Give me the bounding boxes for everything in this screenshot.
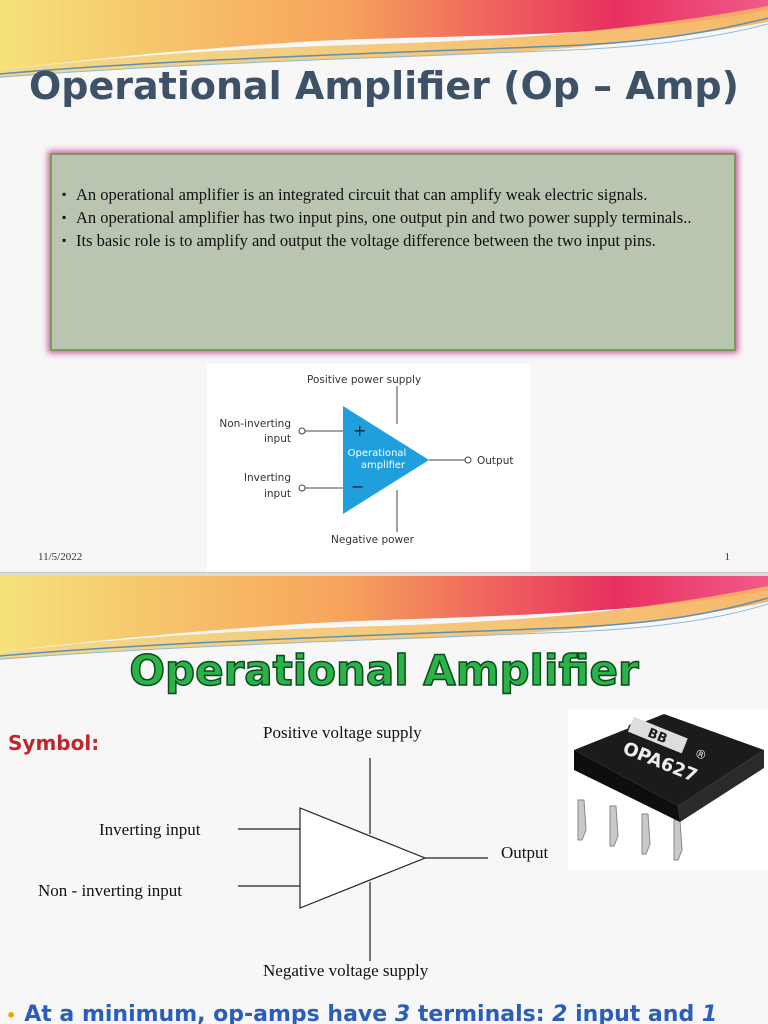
amp-label-2: amplifier [361, 460, 406, 471]
bullet-icon: ▪ [62, 210, 67, 224]
non-inverting-label: Non-inverting [219, 418, 291, 430]
slide-title: Operational Amplifier (Op – Amp) [29, 64, 739, 108]
symbol-label: Symbol: [8, 731, 100, 755]
negative-supply-label: Negative power [331, 534, 415, 546]
negative-supply-label: Negative voltage supply [263, 961, 429, 980]
op-amp-diagram: Positive power supply Non-inverting inpu… [207, 364, 530, 572]
amplifier-triangle-icon [299, 807, 427, 909]
slide-title: Operational Amplifier [129, 645, 640, 696]
definition-box: ▪An operational amplifier is an integrat… [50, 153, 736, 351]
amp-label: Operational [348, 448, 407, 459]
output-label: Output [501, 843, 549, 862]
page-number: 1 [724, 551, 731, 563]
list-item: ▪An operational amplifier has two input … [62, 208, 692, 227]
positive-supply-label: Positive voltage supply [263, 723, 422, 742]
inverting-label: Inverting [244, 472, 291, 484]
bullet-icon: ▪ [62, 187, 67, 201]
slide-1: Operational Amplifier (Op – Amp) ▪An ope… [0, 0, 768, 573]
op-amp-symbol-diagram: Positive voltage supply Inverting input … [38, 723, 549, 980]
slide-2: Operational Amplifier Symbol: Positive v… [0, 576, 768, 1024]
non-inverting-input-label: Non - inverting input [38, 881, 182, 900]
chip-registered-mark: ® [692, 746, 708, 763]
bullet-icon: ▪ [62, 233, 67, 247]
output-label: Output [477, 455, 513, 467]
bullet-list: ▪An operational amplifier is an integrat… [52, 155, 734, 252]
conclusion-text: •At a minimum, op-amps have 3 terminals:… [6, 1002, 718, 1024]
minus-sign: − [351, 477, 364, 496]
list-item: ▪An operational amplifier is an integrat… [62, 185, 648, 204]
amplifier-triangle-icon [343, 406, 429, 514]
bullet-icon: • [6, 1006, 17, 1024]
plus-sign: + [353, 421, 366, 440]
list-item: ▪Its basic role is to amplify and output… [62, 231, 656, 250]
chip-logo: BB [645, 726, 669, 747]
positive-supply-label: Positive power supply [307, 374, 421, 386]
inverting-input-label: Inverting input [99, 820, 201, 839]
non-inverting-label-2: input [264, 433, 291, 445]
opa627-chip-image: BB OPA627 ® [568, 710, 768, 870]
decorative-banner [0, 0, 768, 78]
inverting-label-2: input [264, 488, 291, 500]
slide-date: 11/5/2022 [38, 551, 83, 563]
decorative-banner [0, 576, 768, 660]
